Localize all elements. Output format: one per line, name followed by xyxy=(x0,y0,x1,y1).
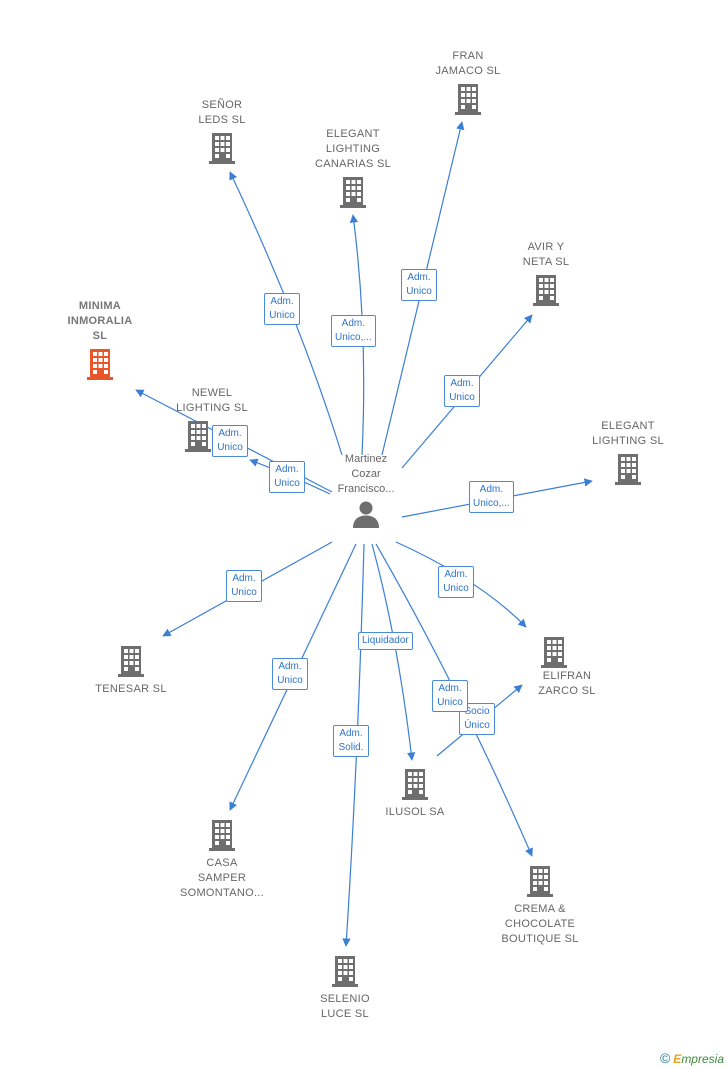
edge-label-crema[interactable]: Adm. Unico xyxy=(432,680,468,712)
building-icon xyxy=(209,820,235,851)
edge-label-fran[interactable]: Adm. Unico xyxy=(401,269,437,301)
edge-label-minima[interactable]: Adm. Unico xyxy=(212,425,248,457)
building-icon xyxy=(209,133,235,164)
edge-label-avir[interactable]: Adm. Unico xyxy=(444,375,480,407)
company-label: FRAN JAMACO SL xyxy=(435,50,501,77)
footer-brand[interactable]: ©Empresia xyxy=(660,1050,724,1066)
edge-label-elifran[interactable]: Adm. Unico xyxy=(438,566,474,598)
building-icon xyxy=(340,177,366,208)
edge-label-ilusol[interactable]: Liquidador xyxy=(358,632,413,650)
center-person[interactable]: Martinez Cozar Francisco... xyxy=(301,452,431,529)
company-crema[interactable]: CREMA & CHOCOLATE BOUTIQUE SL xyxy=(475,861,605,947)
company-label: ILUSOL SA xyxy=(385,806,445,818)
edge-label-newel[interactable]: Adm. Unico xyxy=(269,461,305,493)
edge-label-casa[interactable]: Adm. Unico xyxy=(272,658,308,690)
company-label: CASA SAMPER SOMONTANO... xyxy=(179,857,265,899)
company-elegant-canarias[interactable]: ELEGANT LIGHTING CANARIAS SL xyxy=(288,127,418,209)
brand-name: mpresia xyxy=(681,1052,724,1066)
copyright-icon: © xyxy=(659,1050,671,1066)
company-ilusol[interactable]: ILUSOL SA xyxy=(350,764,480,820)
edge-label-elegant-canarias[interactable]: Adm. Unico,... xyxy=(331,315,376,347)
company-selenio[interactable]: SELENIO LUCE SL xyxy=(280,951,410,1022)
building-icon xyxy=(402,769,428,800)
company-label: SELENIO LUCE SL xyxy=(320,993,370,1020)
company-elegant[interactable]: ELEGANT LIGHTING SL xyxy=(563,419,693,486)
company-label: MINIMA INMORALIA SL xyxy=(67,300,133,342)
company-avir[interactable]: AVIR Y NETA SL xyxy=(481,240,611,307)
edge-label-senor[interactable]: Adm. Unico xyxy=(264,293,300,325)
building-icon xyxy=(185,421,211,452)
company-minima[interactable]: MINIMA INMORALIA SL xyxy=(35,299,165,381)
company-newel[interactable]: NEWEL LIGHTING SL xyxy=(147,386,277,453)
company-fran[interactable]: FRAN JAMACO SL xyxy=(403,49,533,116)
brand-initial: E xyxy=(673,1052,682,1066)
company-label: ELEGANT LIGHTING SL xyxy=(592,420,664,447)
person-icon xyxy=(353,501,379,528)
company-casa[interactable]: CASA SAMPER SOMONTANO... xyxy=(157,815,287,901)
company-elifran[interactable]: ELIFRAN ZARCO SL xyxy=(490,632,620,699)
company-label: CREMA & CHOCOLATE BOUTIQUE SL xyxy=(501,903,579,945)
building-icon xyxy=(118,646,144,677)
edge-label-elegant[interactable]: Adm. Unico,... xyxy=(469,481,514,513)
building-icon xyxy=(455,84,481,115)
company-tenesar[interactable]: TENESAR SL xyxy=(66,641,196,697)
company-label: TENESAR SL xyxy=(95,683,167,695)
building-icon xyxy=(533,275,559,306)
edge-label-socio[interactable]: Socio Único xyxy=(459,703,495,735)
company-label: SEÑOR LEDS SL xyxy=(198,99,246,126)
company-label: NEWEL LIGHTING SL xyxy=(176,387,248,414)
edge-ilusol xyxy=(371,543,416,761)
building-icon xyxy=(615,454,641,485)
building-icon xyxy=(527,866,553,897)
edge-label-selenio[interactable]: Adm. Solid. xyxy=(333,725,369,757)
edge-label-tenesar[interactable]: Adm. Unico xyxy=(226,570,262,602)
building-icon xyxy=(541,637,567,668)
company-label: ELEGANT LIGHTING CANARIAS SL xyxy=(314,128,392,170)
company-label: AVIR Y NETA SL xyxy=(522,241,570,268)
company-senor[interactable]: SEÑOR LEDS SL xyxy=(157,98,287,165)
person-label: Martinez Cozar Francisco... xyxy=(337,453,395,495)
building-icon xyxy=(332,956,358,987)
building-icon xyxy=(87,349,113,380)
company-label: ELIFRAN ZARCO SL xyxy=(538,670,596,697)
